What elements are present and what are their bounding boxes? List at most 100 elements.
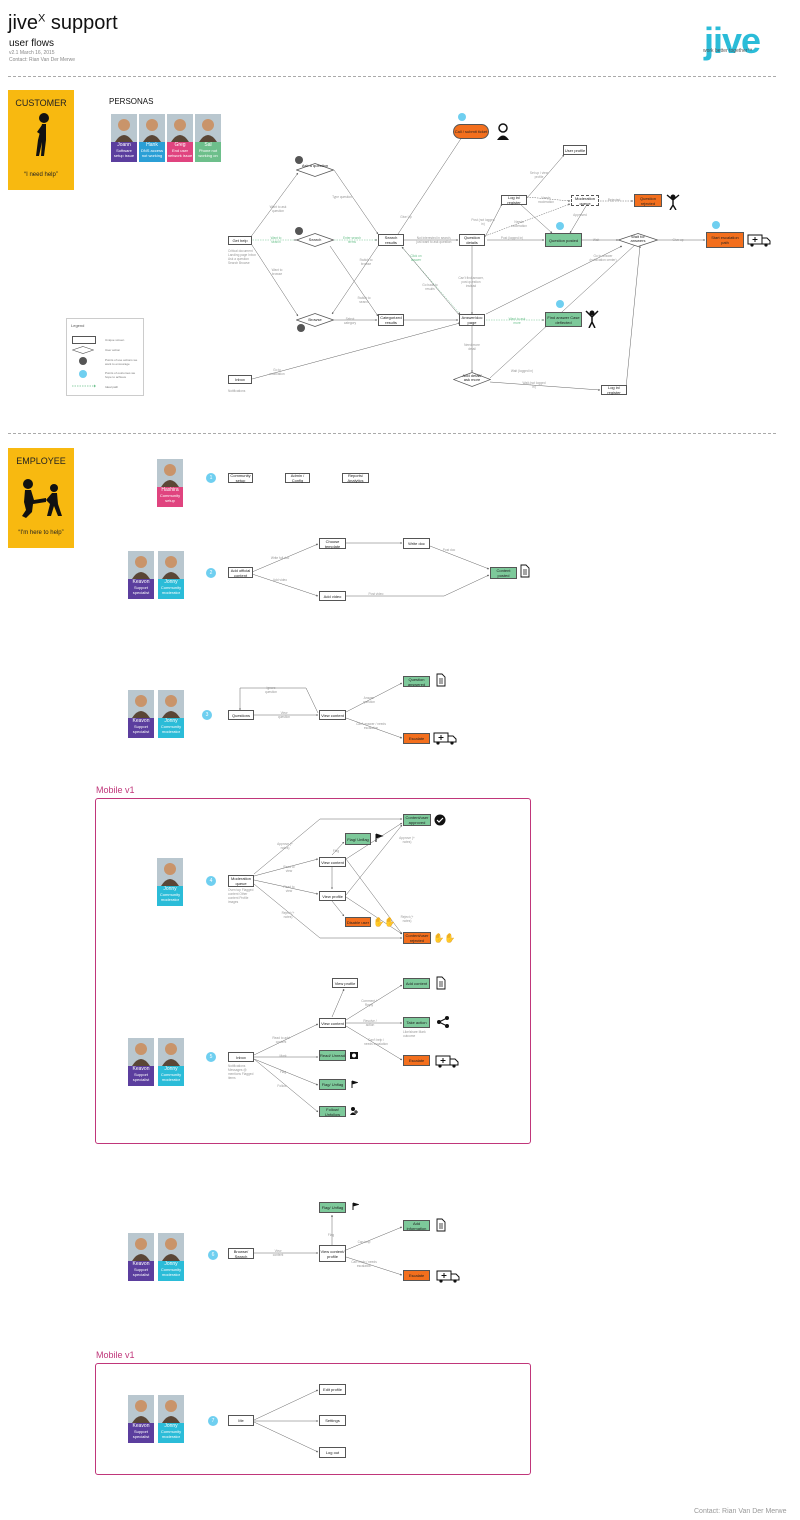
legend: Legend Unique screen User action Points … <box>66 318 144 396</box>
flow-number: 3 <box>202 710 212 720</box>
edge-label: Rejected <box>607 198 621 202</box>
document-icon <box>436 976 446 990</box>
edge-label: Click on answer <box>410 254 422 262</box>
edge-label: Flag <box>279 1070 287 1074</box>
edge-label: Switch to browse <box>359 258 373 266</box>
persona-description: Support specialist <box>132 585 150 595</box>
edge-label: Approve (+ notes) <box>399 836 415 844</box>
node-disable-user: Disable user <box>345 917 371 927</box>
legend-item: Points of outcomes we hope to achieve <box>105 371 136 379</box>
node-question-answered: Question answered <box>403 676 430 687</box>
edge-label: Set up / view profile <box>529 171 549 179</box>
node-add-video: Add video <box>319 591 346 601</box>
encourage-dot <box>297 324 305 332</box>
node-ask-question: Ask a question <box>301 163 329 168</box>
edge-label: Write full doc <box>270 556 290 560</box>
persona-photo <box>139 114 165 142</box>
disable-people-icon: ✋✋ <box>373 917 396 927</box>
node-categorized-results: Categorized results <box>378 314 404 326</box>
section-divider <box>8 433 776 434</box>
persona-name: Hashira <box>161 487 179 493</box>
notifications-note: Notifications <box>228 389 246 393</box>
persona-description: Support specialist <box>132 1429 150 1439</box>
outcome-dot <box>458 113 466 121</box>
persona-photo <box>157 858 183 886</box>
node-me: Me <box>228 1415 254 1426</box>
edge-label: Want to ask more <box>508 317 526 325</box>
node-search-results: Search results <box>378 234 404 246</box>
edge-label: Reject (+ notes) <box>281 911 295 919</box>
support-agent-icon <box>497 123 509 140</box>
outcome-dot <box>556 300 564 308</box>
happy-person-icon <box>585 310 599 328</box>
personas-title: PERSONAS <box>109 97 154 106</box>
node-escalate: Escalate <box>403 733 430 744</box>
persona-name: Jonny <box>163 886 177 892</box>
persona-description: Community moderator <box>160 1267 182 1277</box>
node-search-diamond <box>296 233 334 247</box>
legend-item: Ideal path <box>105 385 119 389</box>
node-wait-diamond <box>618 233 658 247</box>
edge-label: Type question <box>332 195 352 199</box>
node-question-posted: Question posted <box>545 233 582 247</box>
legend-item: Unique screen <box>105 338 125 342</box>
node-add-information: Add information <box>403 1220 430 1231</box>
flag-icon <box>351 1080 358 1088</box>
node-admin-config: Admin / Config <box>285 473 310 483</box>
edge-label: Add video <box>272 578 288 582</box>
employee-flow-edges <box>239 542 490 1453</box>
edge-label: Answer question <box>362 696 376 704</box>
flag-icon <box>352 1202 359 1210</box>
edge-label: Post (logged in) <box>500 236 524 240</box>
persona-description: Support specialist <box>132 1072 150 1082</box>
edge-label: Read to add content <box>272 1036 290 1044</box>
edge-label: Flag <box>332 849 340 853</box>
node-add-content: Add content <box>403 978 430 989</box>
edge-label: Go to notification <box>269 368 285 376</box>
customer-role-card: CUSTOMER “I need help” <box>8 90 74 190</box>
node-view-content-profile: View content/ profile <box>319 1245 346 1262</box>
mobile-frame <box>95 798 531 1144</box>
node-question-rejected: Question rejected <box>634 194 662 207</box>
node-inbox: Inbox <box>228 1052 254 1062</box>
contact-text: Contact: Rian Van Der Merwe <box>9 57 76 63</box>
node-add-detail-diamond <box>453 372 491 387</box>
node-edit-profile: Edit profile <box>319 1384 346 1395</box>
node-reports-analytics: Reports/ Analytics <box>342 473 369 483</box>
edge-label: Can't help / needs escalation <box>364 1038 388 1046</box>
persona-name: Sal <box>204 142 212 148</box>
frustrated-person-icon <box>666 194 680 210</box>
flow-note: Like/share Mark outcome <box>403 1030 426 1038</box>
persona-photo <box>111 114 137 142</box>
persona-description: DNS access not working <box>140 148 163 158</box>
persona-photo <box>157 459 183 487</box>
persona-photo <box>158 690 184 718</box>
edge-label: Read to view <box>283 865 295 873</box>
persona-photo <box>128 690 154 718</box>
persona-name: Jonny <box>164 718 178 724</box>
document-icon <box>436 1218 446 1232</box>
persona-description: Software setup issue <box>113 148 135 158</box>
edge-label: Go to answer (notification center) <box>589 254 617 262</box>
legend-grey-dot <box>79 357 87 365</box>
edge-label: Ignore question <box>264 686 278 694</box>
node-moderation-queue: Moderation queue <box>228 875 254 887</box>
node-wait-answers: Wait for answers <box>630 234 646 243</box>
edge-label: Can't answer / needs escalation <box>356 722 386 730</box>
mobile-section-label: Mobile v1 <box>96 1350 135 1360</box>
